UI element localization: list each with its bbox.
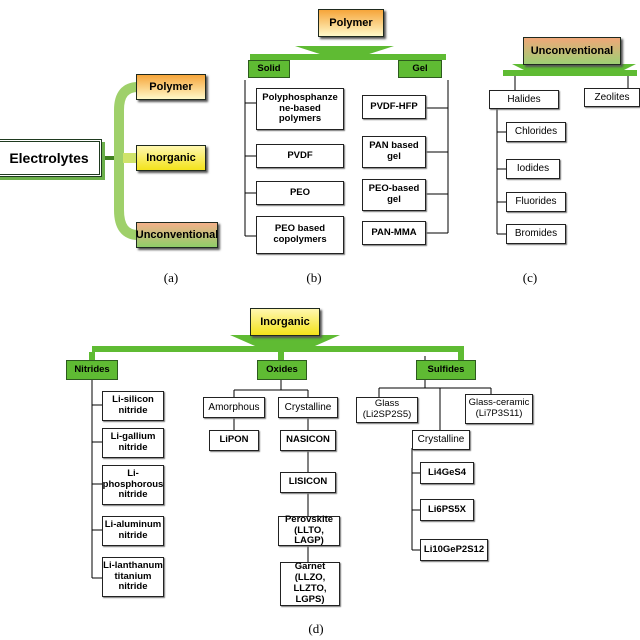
branch-polymer: Polymer: [136, 74, 206, 100]
sulfides-crystalline: Crystalline: [412, 430, 470, 450]
gel-label: Gel: [398, 60, 442, 78]
gel-item-pan-gel: PAN based gel: [362, 136, 426, 168]
inorganic-root: Inorganic: [250, 308, 320, 336]
electrolytes-root: Electrolytes: [0, 139, 102, 177]
unconventional-root: Unconventional: [523, 37, 621, 65]
solid-item-polyphosphazene: Polyphosphanze ne-based polymers: [256, 88, 344, 130]
nitride-item-lanthanum-titanium: Li-lanthanum titanium nitride: [102, 557, 164, 597]
oxides-amorphous: Amorphous: [203, 397, 265, 418]
nitride-item-gallium: Li-gallium nitride: [102, 428, 164, 458]
zeolites-box: Zeolites: [584, 88, 640, 107]
sulfides-glass-ceramic: Glass-ceramic (Li7P3S11): [465, 394, 533, 424]
sulfides-label: Sulfides: [416, 360, 476, 380]
gel-item-peo-gel: PEO-based gel: [362, 179, 426, 211]
solid-label: Solid: [248, 60, 290, 78]
polymer-branch-bar: [250, 46, 446, 60]
oxide-item-nasicon: NASICON: [280, 430, 336, 451]
halide-item-chlorides: Chlorides: [506, 122, 566, 142]
branch-inorganic: Inorganic: [136, 145, 206, 171]
polymer-root: Polymer: [318, 9, 384, 37]
halide-item-fluorides: Fluorides: [506, 192, 566, 212]
halide-item-iodides: Iodides: [506, 159, 560, 179]
solid-item-peo: PEO: [256, 181, 344, 205]
inorganic-branch-bar: [89, 335, 464, 360]
oxide-item-perovskite: Perovskite (LLTO, LAGP): [278, 514, 340, 546]
halide-item-bromides: Bromides: [506, 224, 566, 244]
caption-a: (a): [163, 270, 179, 285]
caption-d: (d): [308, 621, 324, 636]
oxide-item-lipon: LiPON: [209, 430, 259, 451]
nitrides-label: Nitrides: [66, 360, 118, 380]
unconventional-branch-bar: [503, 64, 637, 76]
gel-item-pan-mma: PAN-MMA: [362, 221, 426, 245]
sulfide-item-li10gep2s12: Li10GeP2S12: [420, 539, 488, 561]
nitride-item-aluminum: Li-aluminum nitride: [102, 516, 164, 546]
caption-b: (b): [306, 270, 322, 285]
halides-label: Halides: [489, 90, 559, 109]
oxide-item-garnet: Garnet (LLZO, LLZTO, LGPS): [280, 561, 340, 606]
branch-unconventional: Unconventional: [136, 222, 218, 248]
solid-item-pvdf: PVDF: [256, 144, 344, 168]
sulfide-item-li6ps5x: Li6PS5X: [420, 499, 474, 521]
gel-item-pvdf-hfp: PVDF-HFP: [362, 95, 426, 119]
oxides-label: Oxides: [257, 360, 307, 380]
nitride-item-phosphorous: Li- phosphorous nitride: [102, 465, 164, 505]
sulfide-item-li4ges4: Li4GeS4: [420, 462, 474, 484]
solid-item-peo-copolymers: PEO based copolymers: [256, 216, 344, 254]
oxide-item-lisicon: LISICON: [280, 472, 336, 493]
caption-c: (c): [522, 270, 538, 285]
oxides-crystalline: Crystalline: [278, 397, 338, 418]
branch-brace: [103, 82, 139, 240]
sulfides-glass: Glass (Li2SP2S5): [356, 397, 418, 423]
nitride-item-silicon: Li-silicon nitride: [102, 391, 164, 421]
